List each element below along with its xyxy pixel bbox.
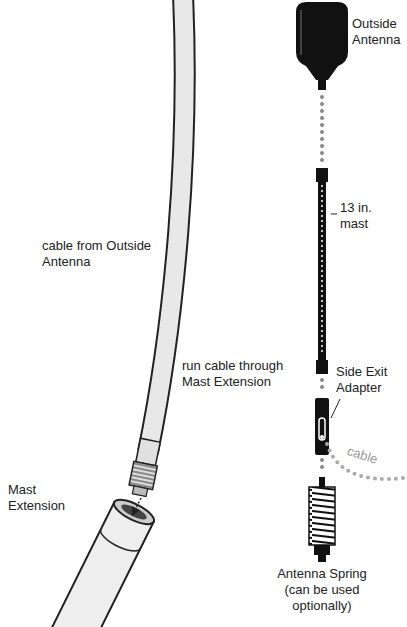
antenna-cable [148,0,185,452]
leader-line [331,399,340,418]
dotted-link [320,380,324,394]
cable-connector [129,461,157,489]
mast [316,168,328,374]
mast [316,360,328,374]
antenna-cable [148,0,185,452]
mast [318,182,326,360]
instruction-label: run cable through Mast Extension [182,358,290,390]
note-label: (can be used optionally) [272,582,372,614]
mast-extension-tube [119,502,148,523]
antenna-spring [309,487,335,545]
side-exit-adapter [315,398,329,455]
dotted-link [320,97,324,164]
insert-arrow [134,498,141,512]
part-label: Mast Extension [8,482,90,514]
part-label: Antenna Spring [262,566,382,582]
leader-line [331,214,337,215]
side-exit-adapter [319,418,325,440]
cable-connector [136,438,160,466]
dotted-link [320,460,324,474]
part-label: Side Exit Adapter [336,364,404,396]
mast-extension-tube [25,495,157,627]
antenna-spring [318,555,326,562]
part-label: 13 in. mast [340,200,400,232]
mast-extension-tube [111,495,158,529]
mast-extension-tube [101,529,141,551]
outside-antenna [318,80,326,90]
cable-connector [127,438,162,498]
mast [321,186,323,356]
outside-antenna [296,2,348,80]
antenna-spring [309,477,335,562]
cable-label: cable [345,443,388,471]
side-exit-adapter [315,398,329,455]
outside-antenna [296,2,348,90]
cable-connector [132,486,147,497]
mast [316,168,328,182]
side-exit-adapter [320,435,324,439]
outside-antenna [301,10,302,55]
cable-label: cable from Outside Antenna [42,238,154,270]
antenna-spring [319,477,325,487]
antenna-cable [148,0,185,452]
part-label: Outside Antenna [352,16,405,48]
antenna-spring [314,545,330,555]
side-cable [327,444,404,479]
